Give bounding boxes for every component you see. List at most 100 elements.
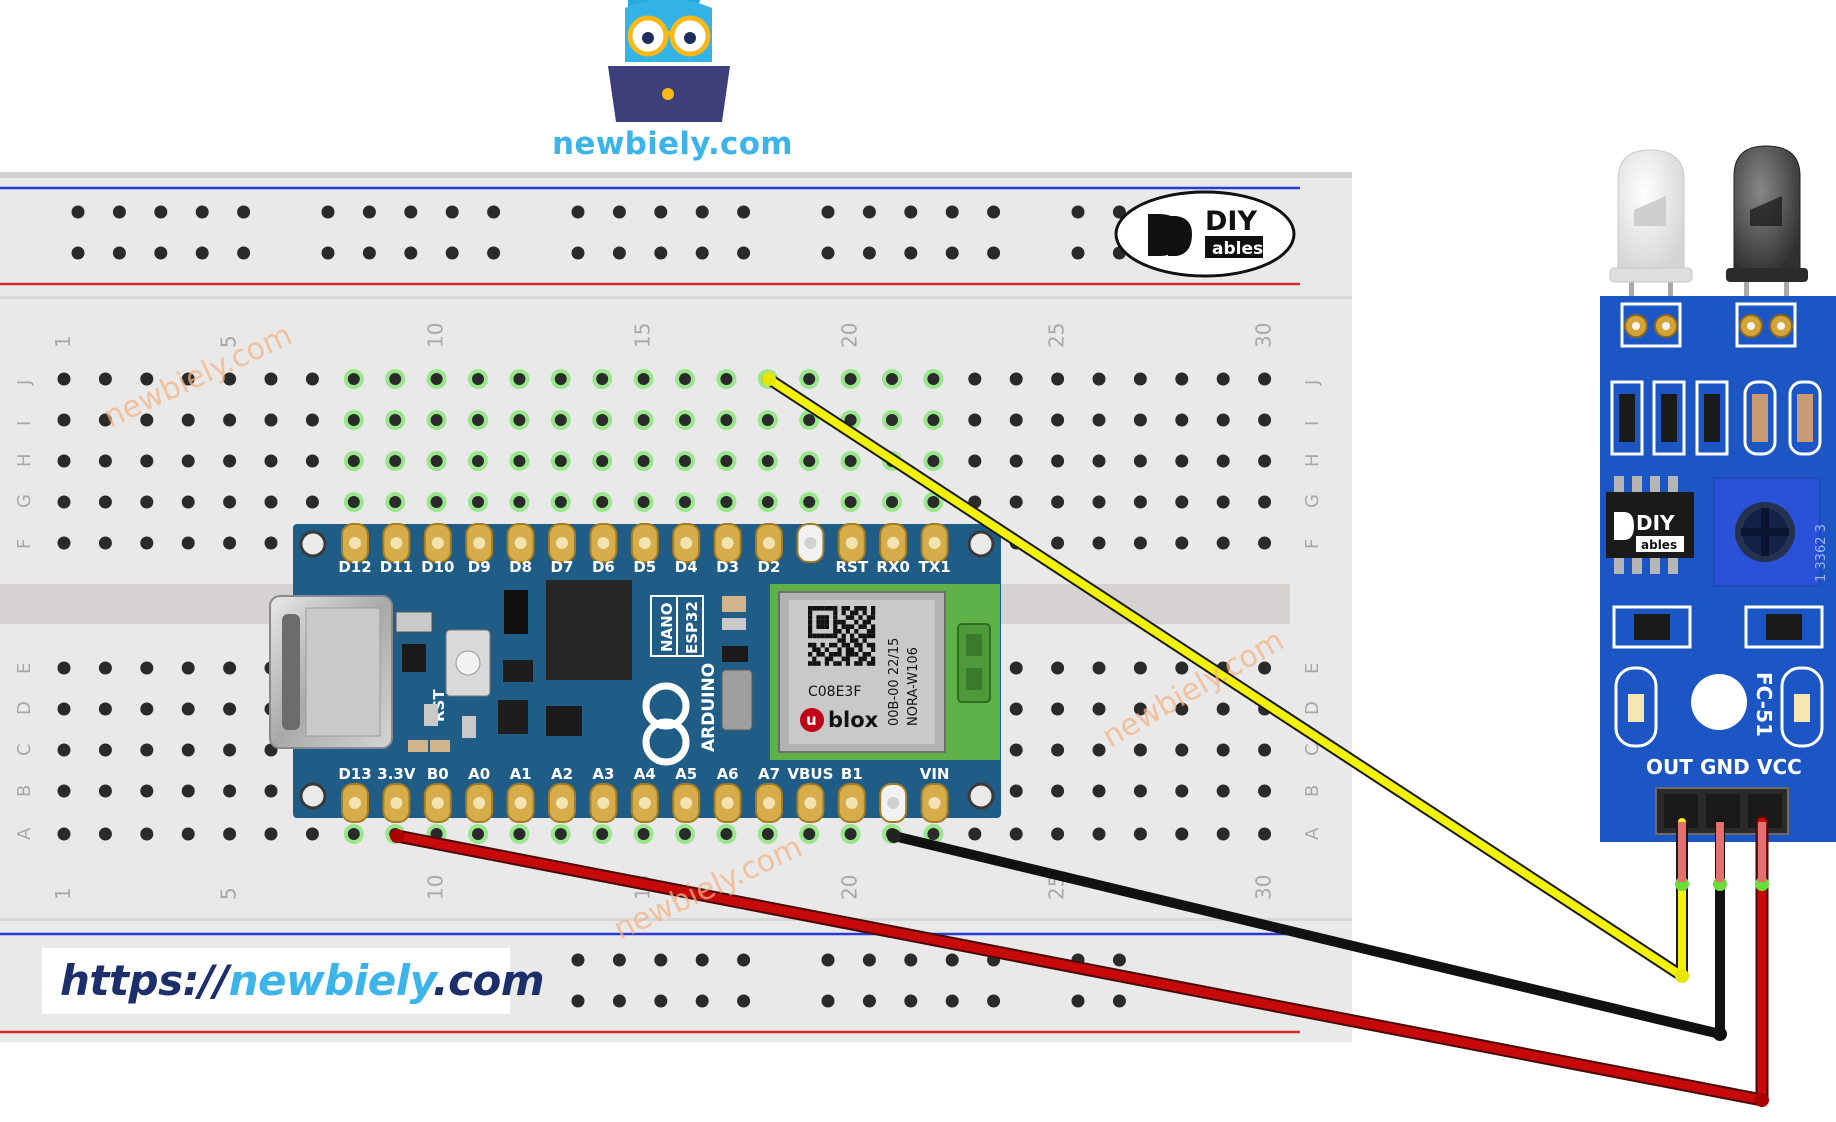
breadboard-hole[interactable] <box>264 784 278 798</box>
breadboard-hole[interactable] <box>862 994 876 1008</box>
breadboard-hole[interactable] <box>305 372 319 386</box>
breadboard-hole[interactable] <box>181 702 195 716</box>
breadboard-hole[interactable] <box>987 246 1001 260</box>
breadboard-hole[interactable] <box>945 994 959 1008</box>
breadboard-hole[interactable] <box>112 205 126 219</box>
breadboard-hole[interactable] <box>140 827 154 841</box>
breadboard-hole[interactable] <box>445 246 459 260</box>
breadboard-hole[interactable] <box>1071 246 1085 260</box>
breadboard-hole[interactable] <box>1133 784 1147 798</box>
potentiometer-icon[interactable]: 1 3362 3 <box>1713 477 1829 587</box>
breadboard-hole[interactable] <box>1216 454 1230 468</box>
breadboard-hole[interactable] <box>1216 743 1230 757</box>
breadboard-hole[interactable] <box>1051 784 1065 798</box>
breadboard-hole[interactable] <box>112 246 126 260</box>
breadboard-hole[interactable] <box>1092 743 1106 757</box>
breadboard-hole[interactable] <box>1009 495 1023 509</box>
breadboard-hole[interactable] <box>1133 413 1147 427</box>
breadboard-hole[interactable] <box>695 246 709 260</box>
breadboard-hole[interactable] <box>1258 413 1272 427</box>
breadboard-hole[interactable] <box>1112 205 1126 219</box>
breadboard-hole[interactable] <box>1009 413 1023 427</box>
breadboard-hole[interactable] <box>904 953 918 967</box>
breadboard-hole[interactable] <box>57 702 71 716</box>
breadboard-hole[interactable] <box>195 246 209 260</box>
breadboard-hole[interactable] <box>404 205 418 219</box>
breadboard-hole[interactable] <box>904 994 918 1008</box>
breadboard-hole[interactable] <box>968 413 982 427</box>
breadboard-hole[interactable] <box>695 994 709 1008</box>
breadboard-hole[interactable] <box>1216 784 1230 798</box>
breadboard-hole[interactable] <box>154 205 168 219</box>
breadboard-hole[interactable] <box>140 495 154 509</box>
breadboard-hole[interactable] <box>1175 536 1189 550</box>
breadboard-hole[interactable] <box>140 536 154 550</box>
breadboard-hole[interactable] <box>223 661 237 675</box>
breadboard-hole[interactable] <box>1092 827 1106 841</box>
breadboard-hole[interactable] <box>1009 454 1023 468</box>
breadboard-hole[interactable] <box>181 743 195 757</box>
breadboard-hole[interactable] <box>1092 413 1106 427</box>
breadboard-hole[interactable] <box>362 246 376 260</box>
breadboard-hole[interactable] <box>1009 661 1023 675</box>
breadboard-hole[interactable] <box>737 994 751 1008</box>
breadboard-hole[interactable] <box>945 246 959 260</box>
breadboard-hole[interactable] <box>140 661 154 675</box>
breadboard-hole[interactable] <box>1175 372 1189 386</box>
breadboard-hole[interactable] <box>264 372 278 386</box>
breadboard-hole[interactable] <box>987 205 1001 219</box>
breadboard-hole[interactable] <box>264 495 278 509</box>
breadboard-hole[interactable] <box>1112 953 1126 967</box>
breadboard-hole[interactable] <box>1051 413 1065 427</box>
breadboard-hole[interactable] <box>362 205 376 219</box>
breadboard-hole[interactable] <box>195 205 209 219</box>
breadboard-hole[interactable] <box>1133 743 1147 757</box>
breadboard-hole[interactable] <box>305 413 319 427</box>
breadboard-hole[interactable] <box>181 536 195 550</box>
breadboard-hole[interactable] <box>945 953 959 967</box>
breadboard-hole[interactable] <box>654 953 668 967</box>
breadboard-hole[interactable] <box>223 536 237 550</box>
breadboard-hole[interactable] <box>612 205 626 219</box>
breadboard-hole[interactable] <box>223 372 237 386</box>
breadboard-hole[interactable] <box>140 784 154 798</box>
breadboard-hole[interactable] <box>181 413 195 427</box>
breadboard-hole[interactable] <box>821 953 835 967</box>
breadboard-hole[interactable] <box>1175 702 1189 716</box>
breadboard-hole[interactable] <box>1009 372 1023 386</box>
breadboard-hole[interactable] <box>57 413 71 427</box>
breadboard-hole[interactable] <box>264 536 278 550</box>
breadboard-hole[interactable] <box>654 994 668 1008</box>
breadboard-hole[interactable] <box>1133 827 1147 841</box>
breadboard-hole[interactable] <box>321 205 335 219</box>
breadboard-hole[interactable] <box>1258 784 1272 798</box>
breadboard-hole[interactable] <box>1258 536 1272 550</box>
breadboard-hole[interactable] <box>140 413 154 427</box>
breadboard-hole[interactable] <box>612 953 626 967</box>
breadboard-hole[interactable] <box>1258 495 1272 509</box>
breadboard-hole[interactable] <box>1216 372 1230 386</box>
breadboard-hole[interactable] <box>140 372 154 386</box>
breadboard-hole[interactable] <box>98 495 112 509</box>
breadboard-hole[interactable] <box>968 372 982 386</box>
breadboard-hole[interactable] <box>223 702 237 716</box>
breadboard-hole[interactable] <box>305 495 319 509</box>
breadboard-hole[interactable] <box>1051 372 1065 386</box>
breadboard-hole[interactable] <box>1175 827 1189 841</box>
breadboard-hole[interactable] <box>1175 661 1189 675</box>
breadboard-hole[interactable] <box>223 827 237 841</box>
breadboard-hole[interactable] <box>181 495 195 509</box>
breadboard-hole[interactable] <box>223 495 237 509</box>
breadboard-hole[interactable] <box>71 205 85 219</box>
breadboard-hole[interactable] <box>968 827 982 841</box>
breadboard-hole[interactable] <box>987 994 1001 1008</box>
breadboard-hole[interactable] <box>1092 784 1106 798</box>
breadboard-hole[interactable] <box>181 372 195 386</box>
breadboard-hole[interactable] <box>57 454 71 468</box>
breadboard-hole[interactable] <box>1009 702 1023 716</box>
breadboard-hole[interactable] <box>1216 702 1230 716</box>
breadboard-hole[interactable] <box>223 784 237 798</box>
breadboard-hole[interactable] <box>1258 454 1272 468</box>
breadboard-hole[interactable] <box>181 454 195 468</box>
breadboard-hole[interactable] <box>98 661 112 675</box>
